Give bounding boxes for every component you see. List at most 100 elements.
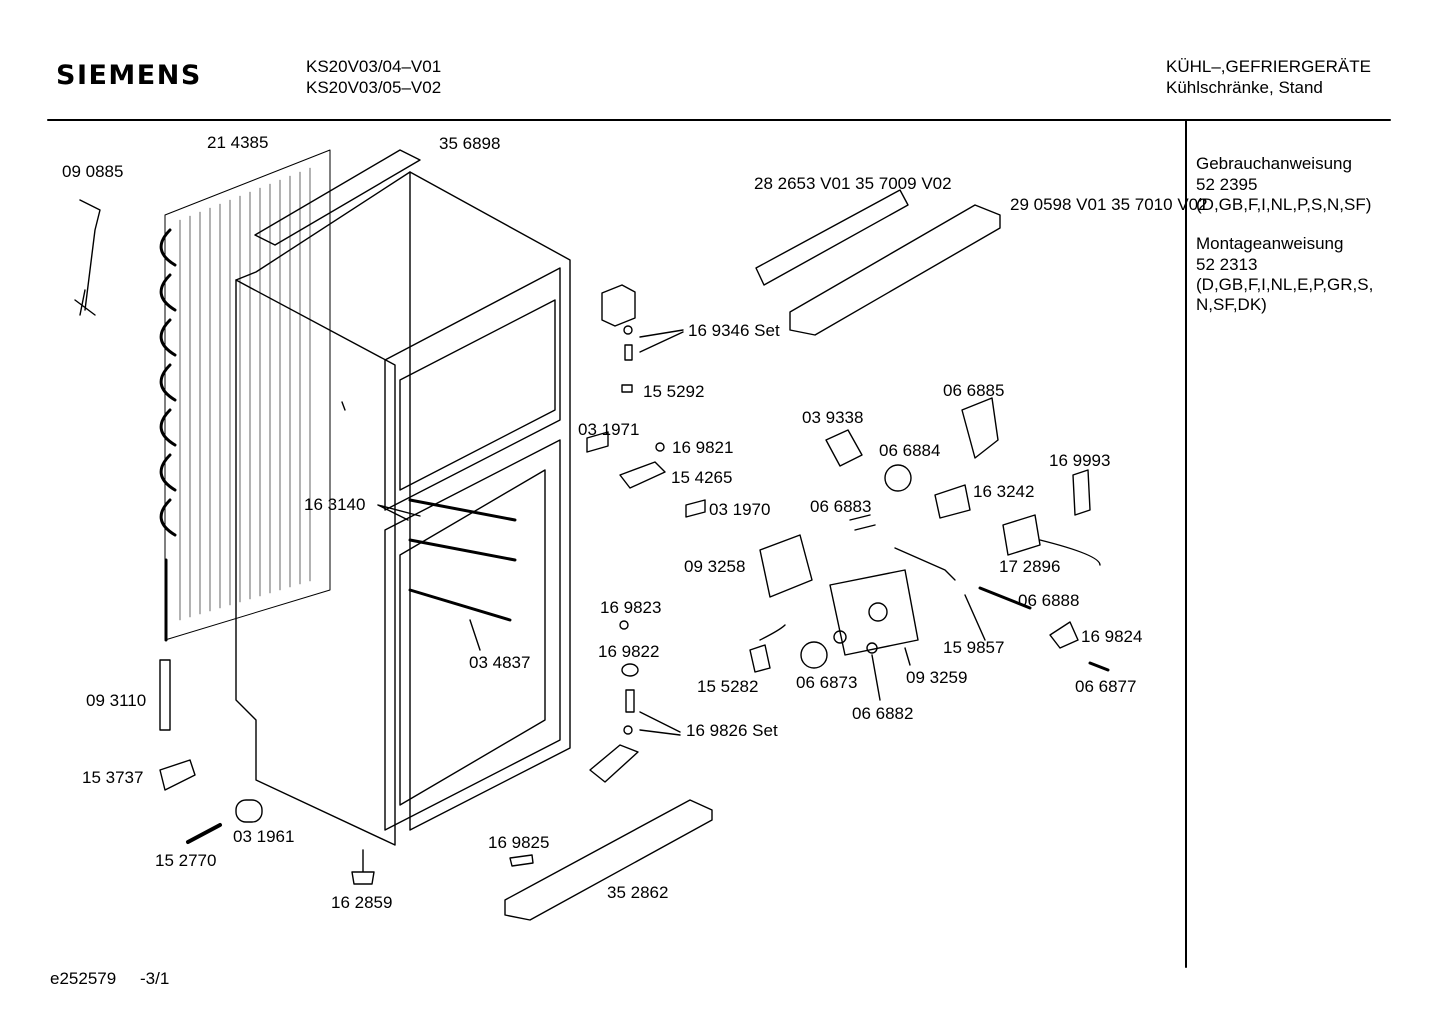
washer xyxy=(623,325,633,335)
brand-logo: SIEMENS xyxy=(56,60,202,91)
part-label: 06 6883 xyxy=(810,497,872,516)
leader-034837 xyxy=(469,619,481,651)
part-label: 16 9823 xyxy=(600,598,662,617)
part-label: 35 2862 xyxy=(607,883,669,902)
mark xyxy=(341,401,346,411)
part-label: 15 5292 xyxy=(643,382,705,401)
part-label: 29 0598 V01 35 7010 V02 xyxy=(1010,195,1208,214)
lamp-bulb xyxy=(825,429,863,467)
seal-ring xyxy=(884,464,912,492)
hinge-pin-2 xyxy=(625,689,635,713)
manual-title: Gebrauchanweisung xyxy=(1196,154,1352,173)
lamp-holder xyxy=(961,397,999,459)
housing-part xyxy=(759,534,813,598)
assembly-number: 52 2313 xyxy=(1196,255,1258,274)
connector-part xyxy=(159,759,196,791)
part-label: 16 9822 xyxy=(598,642,660,661)
part-label: 16 9346 Set xyxy=(688,321,780,340)
part-label: 16 3242 xyxy=(973,482,1035,501)
spring-part xyxy=(849,514,876,531)
part-label: 03 1961 xyxy=(233,827,295,846)
part-label: 15 4265 xyxy=(671,468,733,487)
part-label: 06 6884 xyxy=(879,441,941,460)
clip-part-2 xyxy=(1072,469,1091,516)
hinge-pin xyxy=(624,344,633,361)
part-label: 03 9338 xyxy=(802,408,864,427)
leader-163140 xyxy=(377,504,421,521)
part-label: 35 6898 xyxy=(439,134,501,153)
part-label: 09 3258 xyxy=(684,557,746,576)
bottom-trim xyxy=(504,799,713,921)
drip-tray xyxy=(254,149,421,246)
assembly-languages-1: (D,GB,F,I,NL,E,P,GR,S, xyxy=(1196,275,1374,294)
sensor-wire xyxy=(894,547,956,581)
part-label: 16 3140 xyxy=(304,495,366,514)
manual-number: 52 2395 xyxy=(1196,175,1258,194)
shim-part-2 xyxy=(685,499,706,518)
foot-screw xyxy=(351,849,375,885)
upper-hinge xyxy=(601,284,636,327)
strip-part xyxy=(1088,661,1110,672)
rod-part xyxy=(186,823,222,844)
part-label: 21 4385 xyxy=(207,133,269,152)
bushing-small xyxy=(621,663,639,677)
model-number-2: KS20V03/05–V02 xyxy=(306,78,442,97)
part-label: 16 9821 xyxy=(672,438,734,457)
switch-wire xyxy=(1039,539,1101,566)
washer-3 xyxy=(619,620,629,630)
part-label: 15 2770 xyxy=(155,851,217,870)
shim-part xyxy=(586,431,609,453)
knob-shaft xyxy=(833,630,847,644)
clip-part xyxy=(509,854,534,867)
assembly-languages-2: N,SF,DK) xyxy=(1196,295,1267,314)
leader-066882 xyxy=(871,654,881,701)
part-label: 17 2896 xyxy=(999,557,1061,576)
part-label: 09 3259 xyxy=(906,668,968,687)
rod-part-2 xyxy=(978,586,1032,610)
part-label: 06 6888 xyxy=(1018,591,1080,610)
page-number: -3/1 xyxy=(140,969,170,988)
leader-159857 xyxy=(964,594,986,641)
power-cord xyxy=(74,199,101,316)
part-label: 09 0885 xyxy=(62,162,124,181)
part-label: 16 2859 xyxy=(331,893,393,912)
housing-opening xyxy=(868,602,888,622)
knob-cap xyxy=(1049,621,1079,649)
part-label: 28 2653 V01 35 7009 V02 xyxy=(754,174,952,193)
door-rail xyxy=(755,189,909,286)
socket-wire xyxy=(759,624,786,641)
drier-filter xyxy=(159,659,171,731)
category-title: KÜHL–,GEFRIERGERÄTE xyxy=(1166,57,1371,76)
part-label: 06 6882 xyxy=(852,704,914,723)
part-label: 09 3110 xyxy=(86,691,147,710)
model-number-1: KS20V03/04–V01 xyxy=(306,57,442,76)
part-label: 03 1971 xyxy=(578,420,640,439)
button-part xyxy=(866,642,878,654)
leader-093259 xyxy=(904,647,911,666)
condenser-coil xyxy=(159,149,331,642)
part-label: 06 6885 xyxy=(943,381,1005,400)
part-label: 03 4837 xyxy=(469,653,531,672)
lower-hinge xyxy=(589,744,639,783)
lamp-socket xyxy=(749,644,771,673)
category-subtitle: Kühlschränke, Stand xyxy=(1166,78,1323,97)
washer-4 xyxy=(623,725,633,735)
part-label: 16 9993 xyxy=(1049,451,1111,470)
part-label: 16 9826 Set xyxy=(686,721,778,740)
part-label: 15 9857 xyxy=(943,638,1005,657)
thermostat xyxy=(934,484,971,519)
part-label: 16 9824 xyxy=(1081,627,1143,646)
drawing-id: e252579 xyxy=(50,969,117,988)
bushing-part xyxy=(235,799,263,823)
part-label: 15 3737 xyxy=(82,768,144,787)
part-label: 06 6877 xyxy=(1075,677,1137,696)
part-label: 16 9825 xyxy=(488,833,550,852)
control-switch xyxy=(1002,514,1041,556)
assembly-title: Montageanweisung xyxy=(1196,234,1344,253)
washer-2 xyxy=(655,442,665,452)
manual-languages: (D,GB,F,I,NL,P,S,N,SF) xyxy=(1196,195,1372,214)
middle-hinge xyxy=(619,461,666,489)
shelf-cover xyxy=(789,204,1001,336)
fridge-cabinet xyxy=(235,171,571,846)
